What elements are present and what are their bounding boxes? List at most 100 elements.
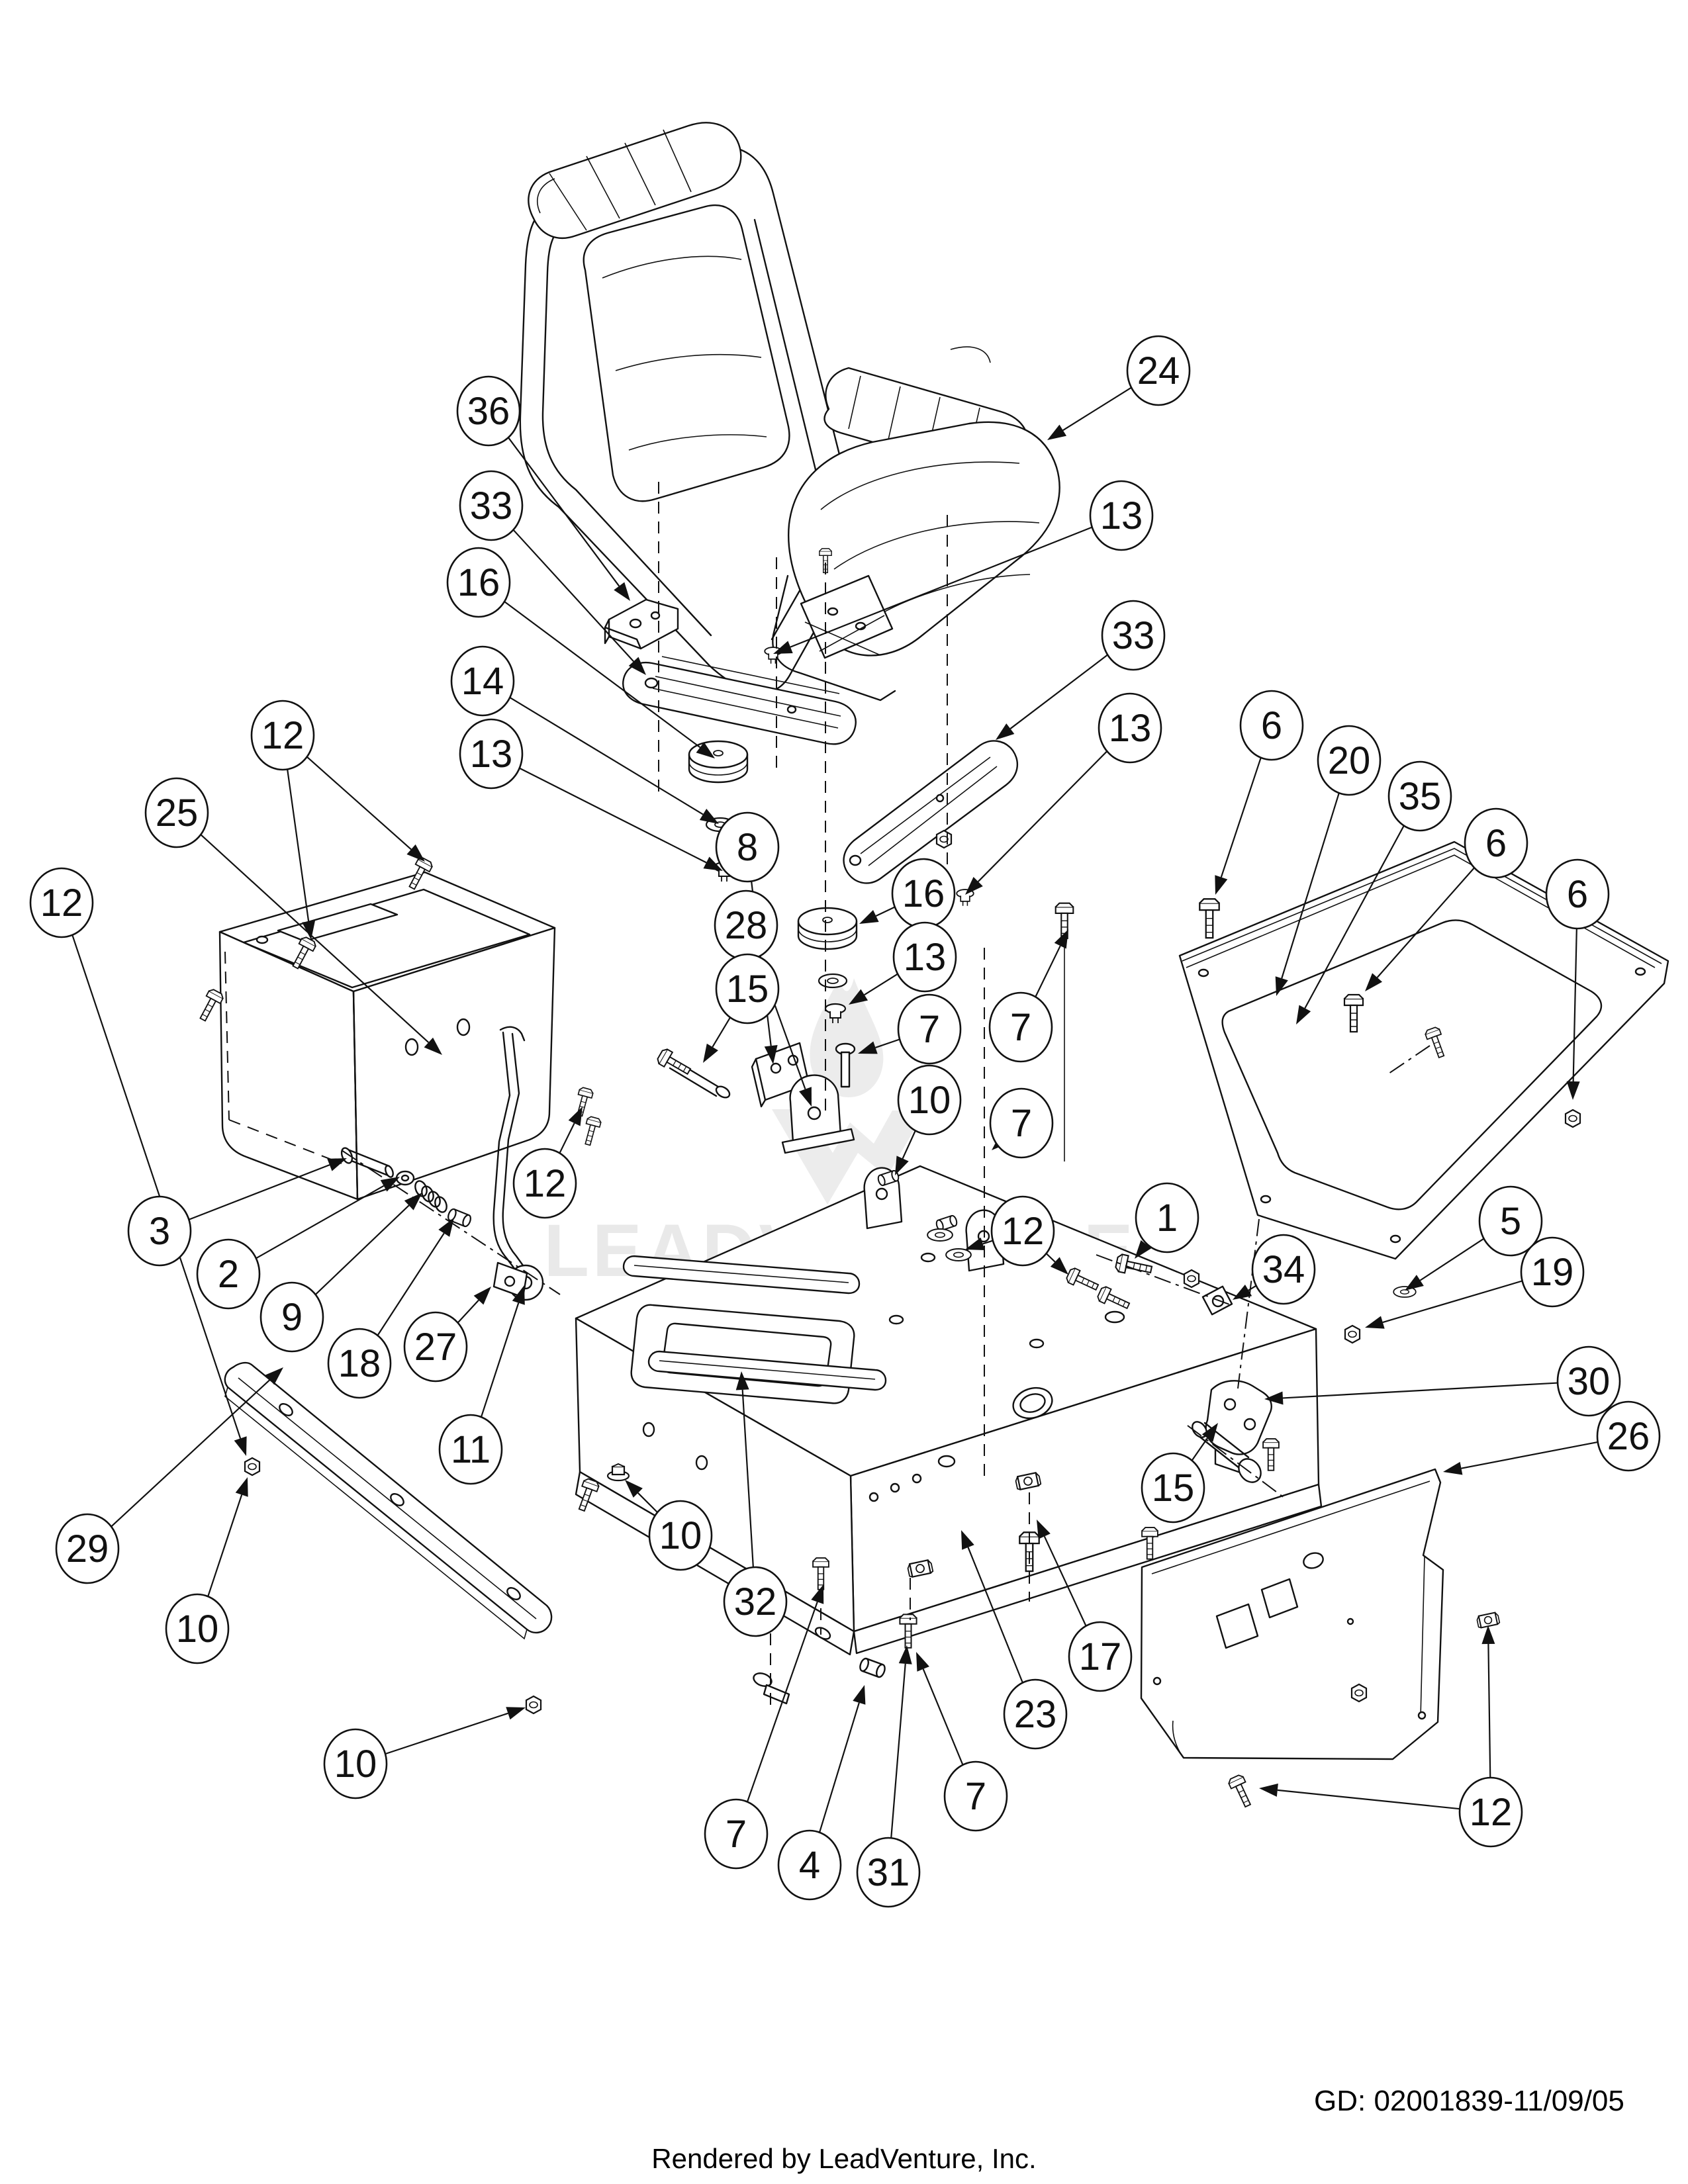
callout-34[interactable]: 34 xyxy=(1233,1234,1316,1305)
callout-12[interactable]: 12 xyxy=(965,1195,1068,1275)
callout-7[interactable]: 7 xyxy=(858,993,962,1065)
callout-balloon[interactable] xyxy=(446,547,511,618)
callout-balloon[interactable] xyxy=(1387,760,1452,832)
callout-balloon[interactable] xyxy=(988,991,1053,1063)
callout-balloon[interactable] xyxy=(1317,725,1382,796)
callout-7[interactable]: 7 xyxy=(916,1652,1008,1832)
callout-16[interactable]: 16 xyxy=(446,547,715,758)
callout-balloon[interactable] xyxy=(459,470,524,541)
callout-30[interactable]: 30 xyxy=(1264,1345,1621,1417)
callout-23[interactable]: 23 xyxy=(961,1530,1068,1750)
callout-12[interactable]: 12 xyxy=(250,700,425,940)
callout-28[interactable]: 28 xyxy=(714,889,812,1107)
callout-balloon[interactable] xyxy=(450,645,515,717)
callout-7[interactable]: 7 xyxy=(988,929,1068,1063)
callout-balloon[interactable] xyxy=(1251,1234,1316,1305)
callout-balloon[interactable] xyxy=(323,1728,388,1799)
callout-7[interactable]: 7 xyxy=(989,1087,1054,1159)
callout-balloon[interactable] xyxy=(144,777,209,848)
callout-2[interactable]: 2 xyxy=(196,1177,400,1310)
callout-balloon[interactable] xyxy=(704,1798,769,1870)
callout-12[interactable]: 12 xyxy=(1259,1625,1523,1848)
callout-1[interactable]: 1 xyxy=(1135,1182,1199,1259)
callout-balloon[interactable] xyxy=(943,1760,1008,1832)
callout-balloon[interactable] xyxy=(250,700,315,771)
callout-balloon[interactable] xyxy=(892,921,957,993)
callout-balloon[interactable] xyxy=(1126,335,1191,406)
callout-12[interactable]: 12 xyxy=(29,867,247,1456)
callout-balloon[interactable] xyxy=(1520,1236,1585,1308)
callout-20[interactable]: 20 xyxy=(1275,725,1382,996)
callout-13[interactable]: 13 xyxy=(773,480,1154,654)
callout-35[interactable]: 35 xyxy=(1296,760,1452,1024)
callout-12[interactable]: 12 xyxy=(512,1107,583,1219)
callout-balloon[interactable] xyxy=(459,718,524,790)
callout-10[interactable]: 10 xyxy=(895,1064,962,1175)
callout-balloon[interactable] xyxy=(723,1566,788,1637)
callout-balloon[interactable] xyxy=(55,1513,120,1584)
callout-6[interactable]: 6 xyxy=(1545,858,1610,1100)
callout-17[interactable]: 17 xyxy=(1037,1520,1133,1692)
callout-balloon[interactable] xyxy=(856,1837,921,1908)
callout-balloon[interactable] xyxy=(648,1500,713,1571)
callout-balloon[interactable] xyxy=(1556,1345,1621,1417)
callout-balloon[interactable] xyxy=(897,993,962,1065)
callout-balloon[interactable] xyxy=(1098,692,1162,764)
callout-balloon[interactable] xyxy=(456,375,521,447)
callout-balloon[interactable] xyxy=(1545,858,1610,930)
callout-10[interactable]: 10 xyxy=(165,1477,248,1664)
callout-10[interactable]: 10 xyxy=(323,1707,526,1799)
callout-balloon[interactable] xyxy=(403,1311,468,1383)
callout-balloon[interactable] xyxy=(990,1195,1055,1267)
callout-25[interactable]: 25 xyxy=(144,777,442,1055)
callout-balloon[interactable] xyxy=(1239,690,1304,761)
callout-27[interactable]: 27 xyxy=(403,1287,491,1383)
callout-balloon[interactable] xyxy=(127,1195,192,1267)
callout-balloon[interactable] xyxy=(259,1281,324,1353)
callout-15[interactable]: 15 xyxy=(1141,1423,1218,1524)
callout-balloon[interactable] xyxy=(512,1148,577,1219)
callout-33[interactable]: 33 xyxy=(996,600,1166,740)
callout-32[interactable]: 32 xyxy=(723,1371,788,1637)
callout-11[interactable]: 11 xyxy=(438,1285,525,1485)
callout-6[interactable]: 6 xyxy=(1215,690,1304,895)
callout-19[interactable]: 19 xyxy=(1365,1236,1585,1329)
callout-24[interactable]: 24 xyxy=(1047,335,1191,440)
callout-balloon[interactable] xyxy=(777,1829,842,1901)
callout-13[interactable]: 13 xyxy=(459,718,723,871)
callout-18[interactable]: 18 xyxy=(327,1218,454,1399)
callout-balloon[interactable] xyxy=(165,1593,230,1664)
callout-9[interactable]: 9 xyxy=(259,1193,422,1353)
callout-balloon[interactable] xyxy=(327,1328,392,1399)
callout-balloon[interactable] xyxy=(1464,807,1528,879)
callout-balloon[interactable] xyxy=(196,1238,261,1310)
callout-5[interactable]: 5 xyxy=(1405,1185,1543,1291)
callout-3[interactable]: 3 xyxy=(127,1158,347,1267)
callout-balloon[interactable] xyxy=(1478,1185,1543,1257)
callout-10[interactable]: 10 xyxy=(625,1480,713,1571)
callout-balloon[interactable] xyxy=(1089,480,1154,551)
callout-balloon[interactable] xyxy=(1458,1776,1523,1848)
callout-26[interactable]: 26 xyxy=(1443,1400,1661,1475)
callout-36[interactable]: 36 xyxy=(456,375,630,601)
callout-16[interactable]: 16 xyxy=(859,858,956,929)
callout-balloon[interactable] xyxy=(989,1087,1054,1159)
callout-15[interactable]: 15 xyxy=(703,953,780,1063)
callout-balloon[interactable] xyxy=(715,811,780,883)
callout-6[interactable]: 6 xyxy=(1365,807,1528,991)
callout-balloon[interactable] xyxy=(29,867,94,938)
callout-balloon[interactable] xyxy=(897,1064,962,1136)
callout-balloon[interactable] xyxy=(1101,600,1166,671)
callout-13[interactable]: 13 xyxy=(849,921,957,1005)
callout-31[interactable]: 31 xyxy=(856,1645,921,1908)
callout-4[interactable]: 4 xyxy=(777,1685,866,1901)
callout-8[interactable]: 8 xyxy=(715,811,780,1064)
callout-7[interactable]: 7 xyxy=(704,1584,824,1870)
callout-13[interactable]: 13 xyxy=(965,692,1162,895)
callout-balloon[interactable] xyxy=(1596,1400,1661,1472)
callout-balloon[interactable] xyxy=(1003,1678,1068,1750)
callout-balloon[interactable] xyxy=(438,1414,503,1485)
callout-33[interactable]: 33 xyxy=(459,470,646,675)
callout-balloon[interactable] xyxy=(1135,1182,1199,1253)
callout-balloon[interactable] xyxy=(1141,1452,1205,1524)
